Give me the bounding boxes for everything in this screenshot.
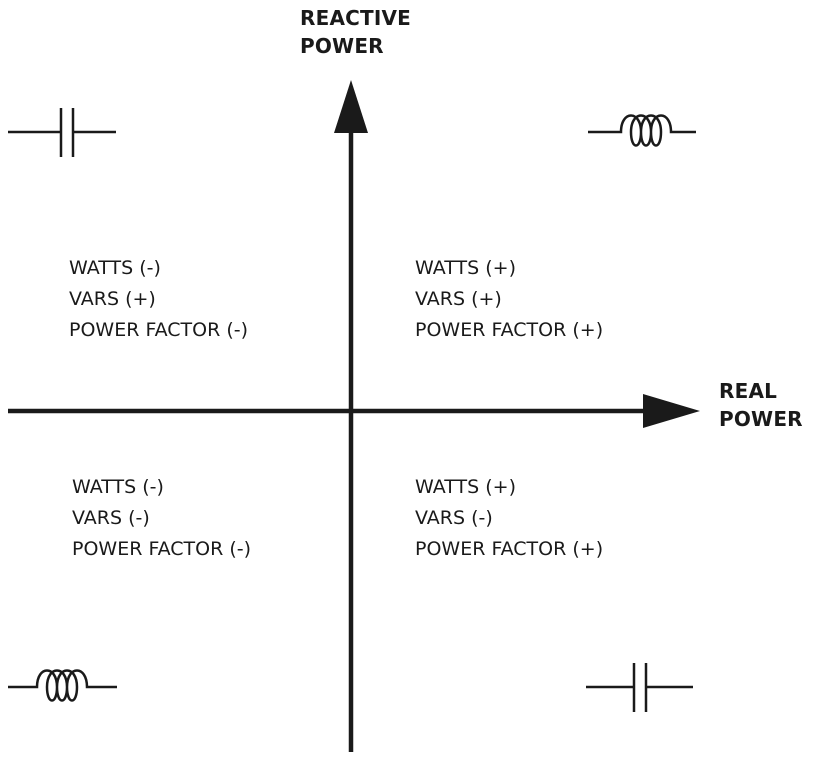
real-power-label-line-1: REAL bbox=[719, 379, 778, 403]
vars-text: VARS (-) bbox=[415, 507, 493, 529]
reactive-power-label-line-2: POWER bbox=[300, 34, 384, 58]
real-power-arrowhead bbox=[643, 394, 700, 428]
reactive-power-label-line-1: REACTIVE bbox=[300, 6, 412, 30]
vars-text: VARS (+) bbox=[415, 288, 502, 310]
vars-text: VARS (+) bbox=[69, 288, 156, 310]
reactive-power-label: REACTIVE POWER bbox=[300, 4, 411, 60]
quadrant-lower-right: WATTS (+) VARS (-) POWER FACTOR (+) bbox=[415, 472, 603, 565]
real-power-label-line-2: POWER bbox=[719, 407, 803, 431]
watts-text: WATTS (+) bbox=[415, 257, 516, 279]
watts-text: WATTS (-) bbox=[69, 257, 161, 279]
power-factor-text: POWER FACTOR (-) bbox=[72, 538, 252, 560]
watts-text: WATTS (-) bbox=[72, 476, 164, 498]
real-power-label: REAL POWER bbox=[719, 377, 803, 433]
inductor-icon bbox=[588, 114, 696, 147]
power-factor-text: POWER FACTOR (+) bbox=[415, 538, 604, 560]
capacitor-icon bbox=[586, 663, 693, 712]
vars-text: VARS (-) bbox=[72, 507, 150, 529]
power-factor-text: POWER FACTOR (-) bbox=[69, 319, 249, 341]
inductor-icon bbox=[8, 669, 117, 702]
quadrant-upper-left: WATTS (-) VARS (+) POWER FACTOR (-) bbox=[69, 253, 248, 346]
power-factor-text: POWER FACTOR (+) bbox=[415, 319, 604, 341]
capacitor-icon bbox=[8, 108, 116, 157]
reactive-power-arrowhead bbox=[334, 80, 368, 133]
quadrant-upper-right: WATTS (+) VARS (+) POWER FACTOR (+) bbox=[415, 253, 603, 346]
watts-text: WATTS (+) bbox=[415, 476, 516, 498]
quadrant-lower-left: WATTS (-) VARS (-) POWER FACTOR (-) bbox=[72, 472, 251, 565]
